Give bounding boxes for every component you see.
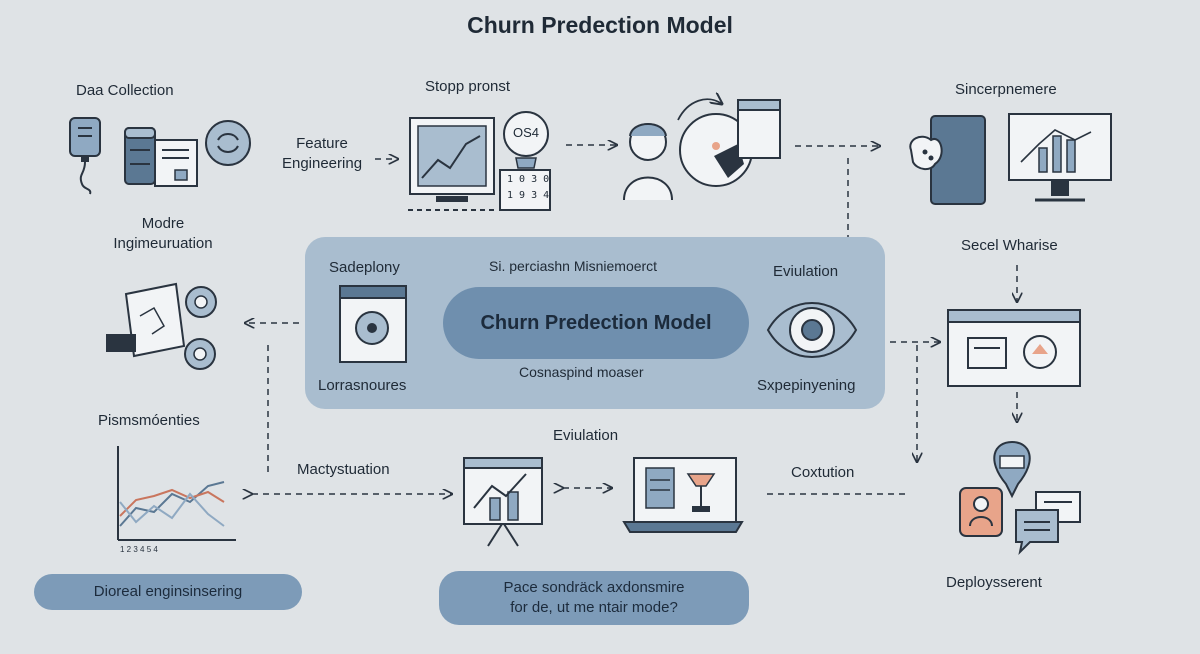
badge-left[interactable]: Dioreal enginsinsering <box>34 574 302 610</box>
label-sadeplony: Sadeplony <box>329 259 400 276</box>
document-icon <box>154 139 198 187</box>
label-panel-eval: Eviulation <box>773 263 839 280</box>
badge-right[interactable]: Pace sondräck axdonsmire for de, ut me n… <box>439 571 749 625</box>
svg-text:1 2 3 4 5 4: 1 2 3 4 5 4 <box>120 545 158 554</box>
monitor-chart-icon <box>408 117 496 211</box>
gauge-text: OS4 <box>513 125 540 140</box>
label-secel: Secel Wharise <box>961 237 1058 254</box>
label-lorrasnoures: Lorrasnoures <box>318 377 407 394</box>
line-chart-icon: 1 2 3 4 5 4 <box>117 446 236 554</box>
label-sxpepinyening: Sxpepinyening <box>757 377 856 394</box>
label-panel-bottom: Cosnaspind moaser <box>519 364 644 380</box>
calc-row-2: 1 9 3 4 <box>507 190 550 201</box>
laptop-icon <box>339 285 407 363</box>
usb-drive-icon <box>69 117 101 195</box>
calc-row-1: 1 0 3 0 <box>507 174 550 185</box>
presentation-icon <box>463 457 543 547</box>
web-window-icon <box>947 309 1081 387</box>
person-icon <box>623 90 781 201</box>
whiteboard-icon <box>106 282 217 370</box>
label-panel-top: Si. percіаshn Misniemoerct <box>489 258 658 274</box>
tablet-icon <box>909 113 1112 205</box>
label-sincerp: Sincerpnemere <box>955 81 1057 98</box>
label-model: Modre Ingimeuruation <box>113 215 213 252</box>
calculator-icon <box>499 169 551 211</box>
label-pismsm: Pismsmóenties <box>98 412 200 429</box>
page-title: Churn Predection Model <box>467 12 733 38</box>
label-data-collection: Daa Collection <box>76 82 174 99</box>
label-coxtution: Coxtution <box>791 464 855 481</box>
label-eval-bottom: Eviulation <box>553 427 619 444</box>
label-mactyst: Mactystuation <box>297 461 390 478</box>
map-pin-icon <box>959 440 1081 556</box>
label-stopp: Stopp pronst <box>425 78 511 95</box>
label-deploy: Deploysserent <box>946 574 1042 591</box>
label-feature-engineering: Feature Engineering <box>281 135 363 172</box>
laptop-lamp-icon <box>622 457 744 533</box>
model-pill[interactable]: Churn Predection Model <box>443 287 749 359</box>
eye-icon <box>766 302 858 358</box>
gauge-icon <box>499 111 551 211</box>
cycle-icon <box>205 120 251 166</box>
